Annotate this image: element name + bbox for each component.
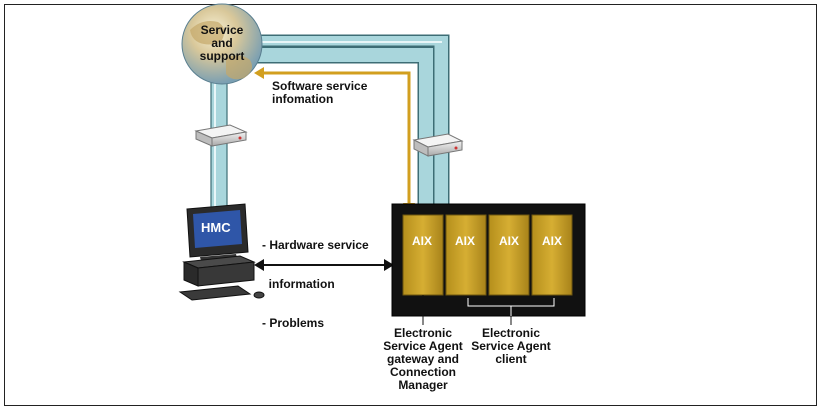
- lpar-client: [531, 214, 573, 296]
- outer-frame: [4, 4, 817, 406]
- software-label-line: Software service: [272, 79, 368, 93]
- lpar-gateway: [402, 214, 444, 296]
- pipe-globe-to-hmc: [210, 81, 228, 213]
- globe-label: Service and support: [187, 24, 257, 63]
- globe-label-line: Service: [200, 23, 244, 37]
- lpar-label: AIX: [499, 234, 520, 248]
- client-bracket: [467, 298, 555, 325]
- globe-icon: [181, 3, 263, 85]
- hmc-label-line: - Hardware service: [262, 238, 369, 252]
- software-service-label: Software service infomation: [272, 80, 367, 106]
- gateway-label-line: Connection: [390, 365, 456, 379]
- lpar-label: AIX: [412, 234, 433, 248]
- client-label-line: Electronic: [481, 326, 541, 340]
- globe-label-line: support: [199, 49, 245, 63]
- network-device-icon: [194, 124, 248, 147]
- lpar-client: [445, 214, 487, 296]
- client-label-line: Service Agent: [471, 339, 551, 353]
- client-label: Electronic Service Agent client: [461, 327, 561, 366]
- hmc-computer-icon: [178, 203, 265, 301]
- gateway-label-line: Manager: [398, 378, 448, 392]
- hmc-label-line: information: [262, 277, 335, 291]
- hmc-screen-label: HMC: [201, 220, 231, 235]
- lpar-label: AIX: [455, 234, 476, 248]
- software-label-line: infomation: [272, 92, 334, 106]
- lpar-label: AIX: [542, 234, 563, 248]
- lpar-client: [488, 214, 530, 296]
- globe-label-line: and: [211, 36, 233, 50]
- gateway-label-line: gateway and: [386, 352, 460, 366]
- gateway-label-line: Electronic: [393, 326, 453, 340]
- gateway-label-line: Service Agent: [383, 339, 463, 353]
- hardware-link-arrow: [254, 259, 394, 271]
- network-device-icon: [412, 133, 464, 157]
- hmc-label-line: - Problems: [262, 316, 325, 330]
- gateway-label: Electronic Service Agent gateway and Con…: [373, 327, 473, 392]
- hardware-service-label: - Hardware service information - Problem…: [262, 213, 369, 356]
- client-label-line: client: [495, 352, 527, 366]
- pipe-globe-to-server: [248, 34, 450, 212]
